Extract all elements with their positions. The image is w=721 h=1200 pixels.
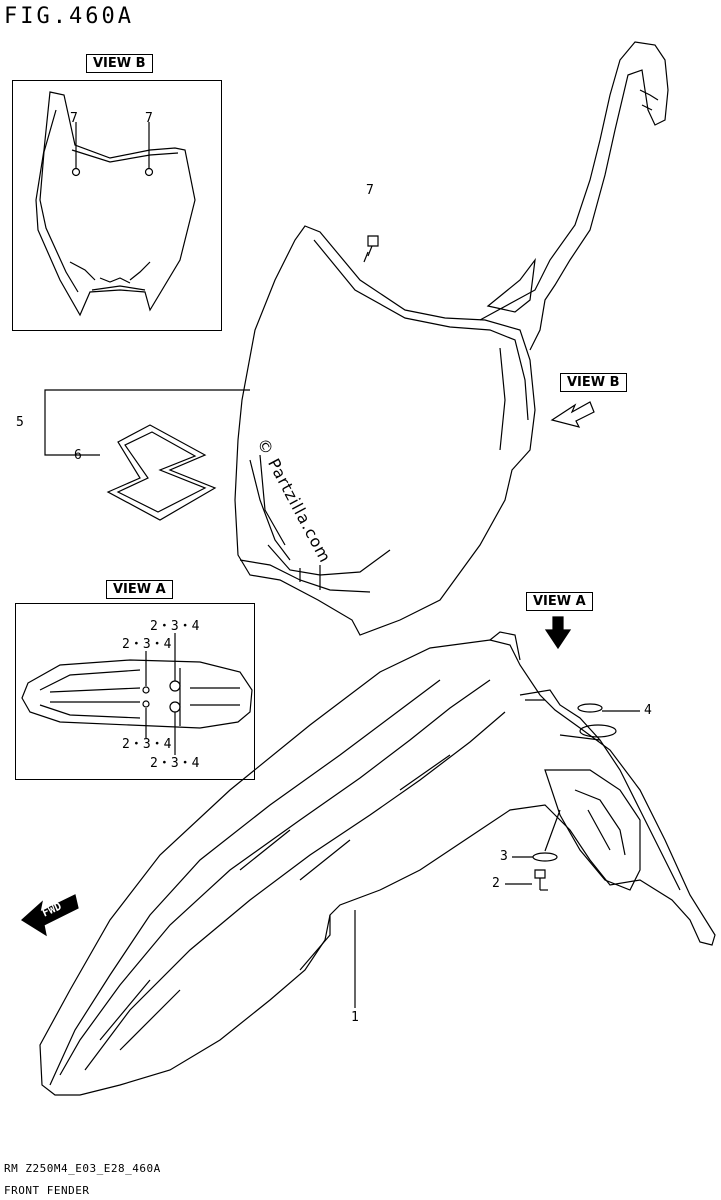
view-a-inset-frame: [15, 603, 255, 780]
callout-2: 2: [492, 876, 500, 891]
callout-4: 4: [644, 703, 652, 718]
view-b-arrow: [550, 401, 595, 428]
callout-1: 1: [351, 1010, 359, 1025]
figure-title: FIG.460A: [4, 4, 134, 29]
model-code: RM Z250M4_E03_E28_460A: [4, 1162, 161, 1175]
callout-6: 6: [74, 448, 82, 463]
view-b-tag-main: VIEW B: [560, 373, 627, 392]
number-plate-drawing: [234, 41, 669, 636]
callout-2-3-4-bottom-right: 2・3・4: [150, 756, 200, 771]
callout-3: 3: [500, 849, 508, 864]
callout-5: 5: [16, 415, 24, 430]
callout-7-left: 7: [70, 111, 78, 126]
leader-lines-5-6: [44, 389, 250, 456]
view-b-tag-inset: VIEW B: [86, 54, 153, 73]
fwd-arrow: [21, 894, 79, 937]
view-b-number-plate-drawing: [35, 91, 196, 317]
callout-7-bolt: 7: [366, 183, 374, 198]
callout-7-right: 7: [145, 111, 153, 126]
suzuki-emblem-decal-drawing: [106, 424, 217, 521]
view-a-tag-main: VIEW A: [526, 592, 593, 611]
callout-2-3-4-bottom-left: 2・3・4: [122, 737, 172, 752]
callout-2-3-4-top-right: 2・3・4: [150, 619, 200, 634]
view-a-tag-inset: VIEW A: [106, 580, 173, 599]
view-b-inset-frame: [12, 80, 222, 331]
diagram-caption: FRONT FENDER: [4, 1184, 90, 1197]
callout-2-3-4-top-left: 2・3・4: [122, 637, 172, 652]
front-fender-drawing: [39, 631, 716, 1096]
view-a-arrow: [544, 616, 572, 650]
view-a-fender-top-drawing: [21, 633, 253, 755]
